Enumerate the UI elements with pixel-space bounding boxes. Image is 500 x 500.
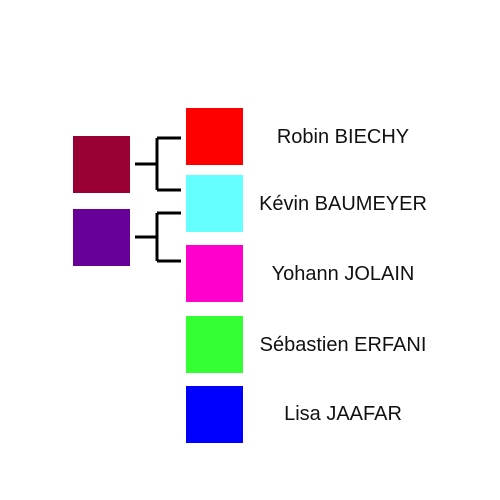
person-label-sebastien: Sébastien ERFANI (259, 334, 427, 356)
person-label-lisa: Lisa JAAFAR (284, 403, 402, 425)
person-swatch-yohann (186, 245, 243, 302)
person-label-kevin: Kévin BAUMEYER (259, 193, 427, 215)
person-swatch-robin (186, 108, 243, 165)
person-label-robin: Robin BIECHY (276, 126, 410, 148)
group-1-connector (135, 136, 181, 192)
group-swatch-2 (73, 209, 130, 266)
person-swatch-sebastien (186, 316, 243, 373)
group-2-connector (135, 211, 181, 263)
person-label-yohann: Yohann JOLAIN (271, 263, 415, 285)
group-swatch-1 (73, 136, 130, 193)
person-swatch-lisa (186, 386, 243, 443)
person-swatch-kevin (186, 175, 243, 232)
